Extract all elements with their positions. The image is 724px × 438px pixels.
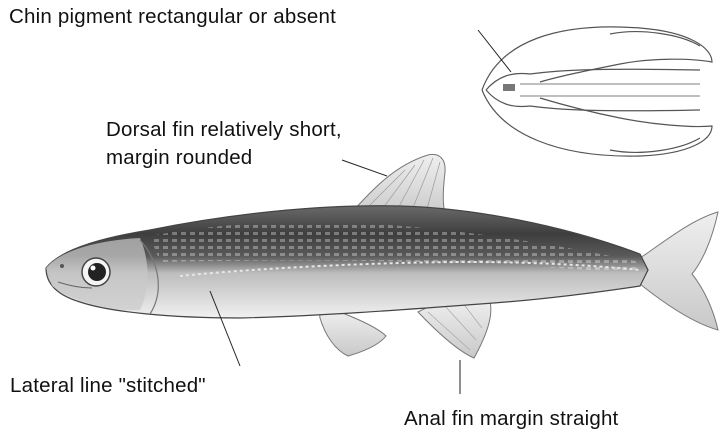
leader-chin (478, 30, 511, 72)
eye-highlight (91, 266, 96, 271)
label-chin-pigment: Chin pigment rectangular or absent (9, 4, 336, 30)
label-lateral-line: Lateral line "stitched" (10, 373, 206, 399)
label-dorsal-fin-line2: margin rounded (106, 145, 252, 171)
pelvic-fin (320, 311, 386, 356)
eye-pupil (88, 263, 106, 281)
leader-dorsal (342, 160, 387, 176)
nostril (60, 264, 64, 268)
caudal-fin (640, 212, 718, 330)
chin-inset-drawing (482, 27, 712, 156)
label-anal-fin: Anal fin margin straight (404, 406, 618, 432)
label-dorsal-fin-line1: Dorsal fin relatively short, (106, 117, 342, 143)
